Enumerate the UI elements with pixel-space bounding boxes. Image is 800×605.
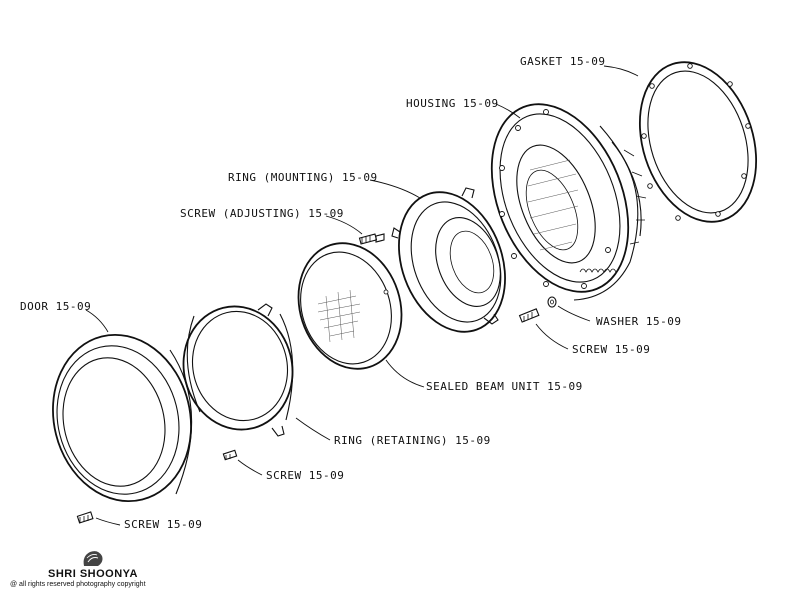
label-gasket: GASKET 15-09 <box>520 55 605 68</box>
screw-door-part <box>76 511 94 524</box>
housing-part <box>490 103 647 301</box>
label-door: DOOR 15-09 <box>20 300 91 313</box>
label-screw-housing: SCREW 15-09 <box>572 343 650 356</box>
label-ring-mounting: RING (MOUNTING) 15-09 <box>228 171 378 184</box>
gasket-part <box>638 61 758 223</box>
brand-copyright: @ all rights reserved photography copyri… <box>10 581 146 588</box>
label-screw-ring: SCREW 15-09 <box>266 469 344 482</box>
screw-housing-part <box>518 308 540 323</box>
label-sealed-beam-unit: SEALED BEAM UNIT 15-09 <box>426 380 583 393</box>
sealed-beam-unit-part <box>297 242 403 370</box>
label-ring-retaining: RING (RETAINING) 15-09 <box>334 434 491 447</box>
label-washer: WASHER 15-09 <box>596 315 681 328</box>
screw-ring-part <box>222 449 238 461</box>
brand-name: SHRI SHOONYA <box>48 568 138 580</box>
leader-lines <box>85 65 639 526</box>
label-screw-door: SCREW 15-09 <box>124 518 202 531</box>
lion-logo-icon <box>83 551 103 566</box>
door-part <box>52 333 193 503</box>
label-screw-adjusting: SCREW (ADJUSTING) 15-09 <box>180 207 344 220</box>
screw-adjusting-part <box>358 233 385 245</box>
washer-part <box>547 296 557 308</box>
ring-mounting-part <box>391 187 506 333</box>
label-housing: HOUSING 15-09 <box>406 97 499 110</box>
